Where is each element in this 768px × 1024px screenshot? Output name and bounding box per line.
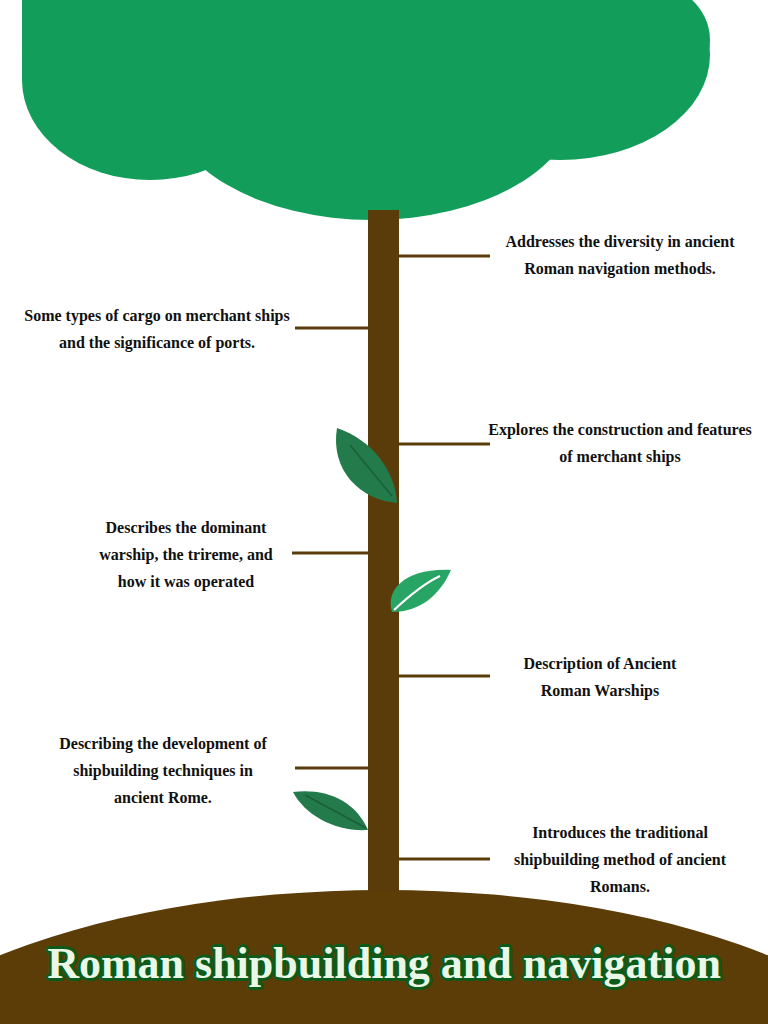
diagram-title: Roman shipbuilding and navigation — [0, 936, 768, 992]
branch-label: Description of Ancient Roman Warships — [500, 650, 700, 704]
branch-label: Addresses the diversity in ancient Roman… — [485, 228, 755, 282]
tree-trunk — [368, 210, 399, 910]
branch-label: Introduces the traditional shipbuilding … — [495, 819, 745, 900]
tree-canopy — [22, 0, 710, 220]
leader-lines — [292, 256, 490, 859]
branch-label: Explores the construction and features o… — [485, 416, 755, 470]
branch-label: Describes the dominant warship, the trir… — [84, 514, 289, 595]
ground — [0, 890, 768, 1024]
leaves — [293, 428, 451, 830]
branch-label: Some types of cargo on merchant ships an… — [12, 302, 302, 356]
branch-label: Describing the development of shipbuildi… — [48, 730, 278, 811]
